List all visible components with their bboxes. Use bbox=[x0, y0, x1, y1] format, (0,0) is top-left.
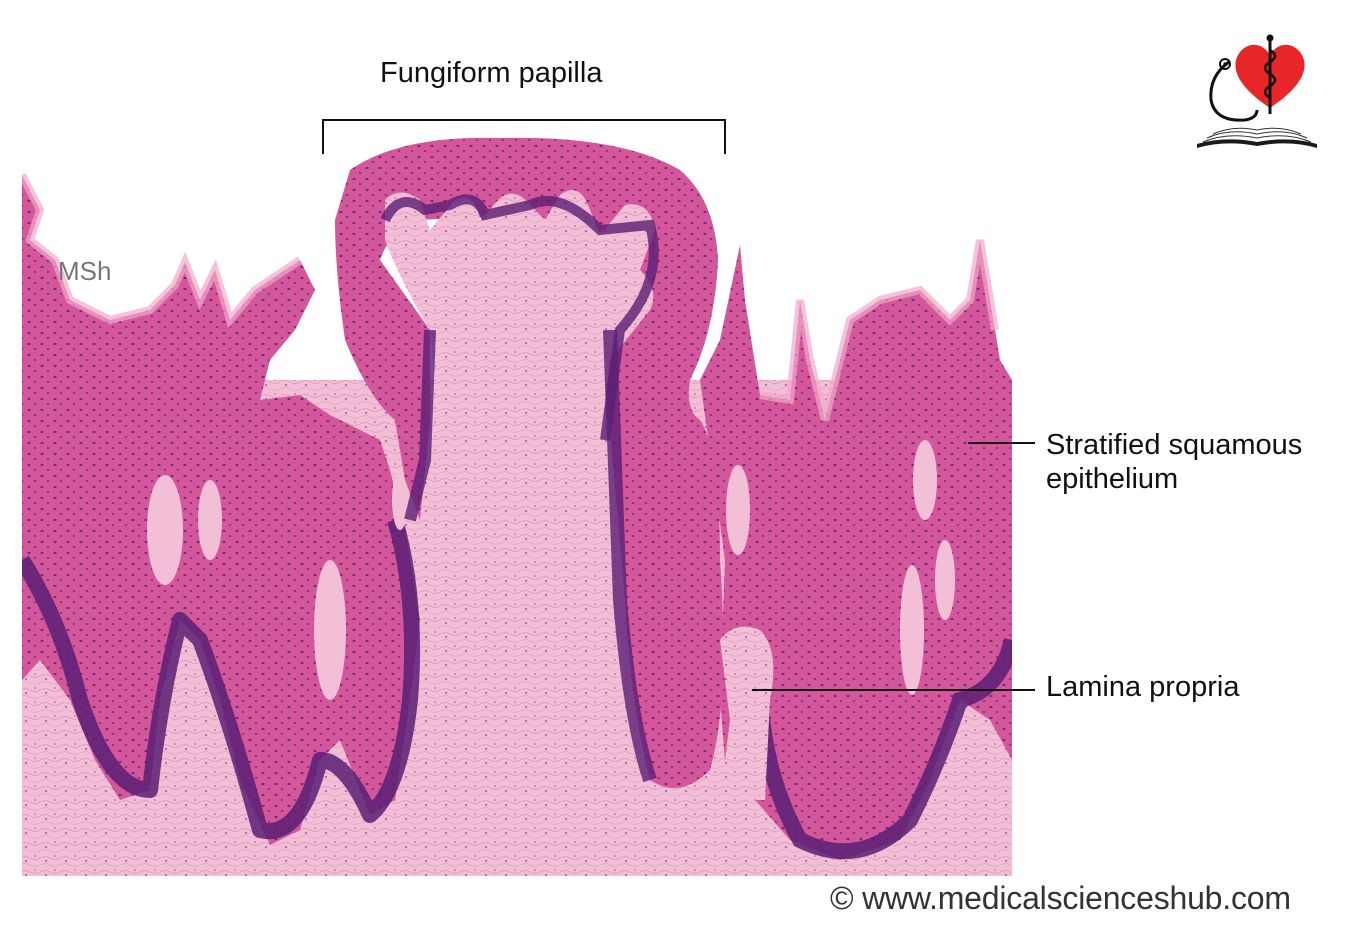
open-book-icon bbox=[1197, 139, 1317, 148]
stratified-label-line1: Stratified squamous bbox=[1046, 429, 1303, 461]
lamina-propria-label: Lamina propria bbox=[1046, 671, 1240, 703]
papilla-bracket bbox=[322, 119, 726, 154]
heart-caduceus-stethoscope-book-logo bbox=[1197, 34, 1317, 148]
stratified-label-line2: epithelium bbox=[1046, 463, 1179, 495]
stratified-squamous-epithelium-label: Stratified squamous epithelium bbox=[1046, 428, 1302, 496]
msh-watermark: MSh bbox=[58, 256, 112, 286]
fungiform-papilla-label: Fungiform papilla bbox=[380, 57, 603, 89]
left-basal-layer bbox=[22, 517, 421, 840]
stethoscope-icon bbox=[1209, 60, 1259, 122]
tissue-section bbox=[22, 137, 1012, 876]
copyright-text: © www.medicalscienceshub.com bbox=[830, 880, 1291, 916]
